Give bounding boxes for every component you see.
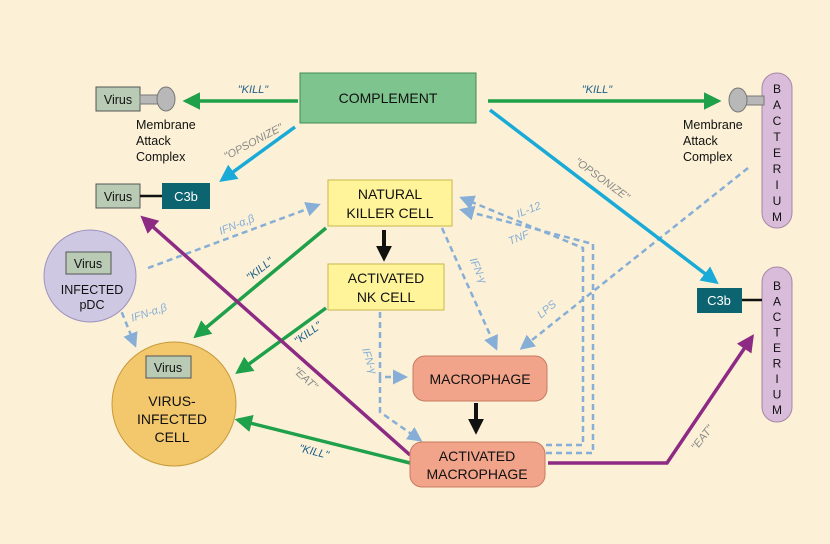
activated-nk-cell-node: ACTIVATED NK CELL <box>327 263 445 311</box>
infected-cell-label-line1: VIRUS- <box>148 393 196 409</box>
ifn-g-nk-to-macrophage-arrow <box>440 227 498 351</box>
activated-macrophage-node: ACTIVATED MACROPHAGE <box>409 441 546 488</box>
kill-label-bacterium: "KILL" <box>582 84 614 96</box>
bacterium-top-letter: R <box>773 162 782 176</box>
ifn-ab-label-infected-cell: IFN-α,β <box>130 302 170 325</box>
c3b-left-label: C3b <box>174 189 198 204</box>
nk-label-line1: NATURAL <box>358 186 423 202</box>
infected-pdc-node: Virus INFECTED pDC <box>43 229 137 323</box>
tnf-macrophage-to-nk-arrow <box>459 205 595 455</box>
infected-cell-virus-label: Virus <box>154 361 182 375</box>
tnf-label: TNF <box>507 228 533 248</box>
mac-right-line3: Complex <box>683 150 733 164</box>
nk-kill-infected-cell-arrow <box>193 226 328 339</box>
macrophage-label: MACROPHAGE <box>429 371 530 387</box>
il12-macrophage-to-nk-arrow <box>459 195 585 447</box>
activated-nk-label-line2: NK CELL <box>357 289 416 305</box>
bacterium-top-letter: M <box>772 210 782 224</box>
macrophage-node: MACROPHAGE <box>412 355 548 402</box>
activated-macrophage-kill-infected-cell-arrow <box>234 414 411 465</box>
bacterium-top-letter: B <box>773 82 781 96</box>
kill-label-nk: "KILL" <box>244 255 276 284</box>
mac-left-line2: Attack <box>136 134 171 148</box>
bacterium-bottom-letter: R <box>773 357 782 371</box>
lps-bacterium-to-macrophage-arrow <box>519 167 749 350</box>
opsonize-arrows <box>219 108 719 285</box>
complement-opsonize-virus-arrow <box>219 125 297 183</box>
kill-label-virus: "KILL" <box>238 84 270 96</box>
complement-node: COMPLEMENT <box>299 72 477 124</box>
eat-label-virus: "EAT" <box>290 365 320 394</box>
bacterium-top-letter: E <box>773 146 781 160</box>
bacterium-bottom-letter: T <box>773 326 781 340</box>
pdc-virus-label: Virus <box>74 257 102 271</box>
kill-label-activated-macrophage: "KILL" <box>297 443 330 462</box>
mac-right-line2: Attack <box>683 134 718 148</box>
complement-label: COMPLEMENT <box>339 90 438 106</box>
bacterium-bottom-letter: E <box>773 341 781 355</box>
bacterium-top-letter: T <box>773 130 781 144</box>
activated-nk-label-line1: ACTIVATED <box>348 270 425 286</box>
mac-right-line1: Membrane <box>683 118 743 132</box>
il12-label: IL-12 <box>515 200 543 221</box>
kill-label-activated-nk: "KILL" <box>292 319 325 347</box>
virus-infected-cell-node: Virus VIRUS- INFECTED CELL <box>111 341 237 467</box>
bacterium-top-letter: C <box>773 114 782 128</box>
virus-label: Virus <box>104 93 132 107</box>
ifn-ab-pdc-to-infected-arrow <box>116 302 138 348</box>
complement-opsonize-bacterium-arrow <box>488 108 719 285</box>
kill-arrows <box>182 92 722 465</box>
bacterium-bottom-letter: A <box>773 295 781 309</box>
pdc-label-line2: pDC <box>79 298 104 312</box>
bacterium-bottom-letter: I <box>775 372 778 386</box>
ifn-g-activated-nk-to-activated-macrophage-arrow <box>378 377 423 442</box>
lps-label: LPS <box>535 298 559 321</box>
bacterium-top-letter: U <box>773 194 782 208</box>
mac-left-line3: Complex <box>136 150 186 164</box>
activation-arrows <box>376 230 484 435</box>
bacterium-bottom-letter: M <box>772 403 782 417</box>
ifn-g-label-nk: IFN-γ <box>467 256 490 287</box>
c3b-right-label: C3b <box>707 293 731 308</box>
activated-macrophage-label-line2: MACROPHAGE <box>426 466 527 482</box>
cytokine-arrows <box>116 167 749 455</box>
infected-cell-label-line2: INFECTED <box>137 411 207 427</box>
membrane-attack-complex-right-head-icon <box>728 87 748 113</box>
mac-left-line1: Membrane <box>136 118 196 132</box>
bacterium-bottom-letter: C <box>773 310 782 324</box>
activated-macrophage-label-line1: ACTIVATED <box>439 448 516 464</box>
infected-cell-label-line3: CELL <box>154 429 189 445</box>
bacterium-top-letter: I <box>775 178 778 192</box>
ifn-g-label-activated-nk: IFN-γ <box>359 346 379 377</box>
virus-c3b-virus-label: Virus <box>104 190 132 204</box>
membrane-attack-complex-head-icon <box>156 86 176 112</box>
bacterium-bottom-letter: U <box>773 388 782 402</box>
bacterium-bottom-letter: B <box>773 279 781 293</box>
pdc-label-line1: INFECTED <box>61 283 124 297</box>
bacterium-top-letter: A <box>773 98 781 112</box>
ifn-g-activated-nk-to-macrophage-arrow <box>378 312 408 385</box>
virus-c3b-node: Virus C3b <box>95 183 210 209</box>
ifn-ab-pdc-to-nk-arrow <box>147 202 321 270</box>
nk-label-line2: KILLER CELL <box>346 205 433 221</box>
eat-arrows <box>140 215 754 465</box>
natural-killer-cell-node: NATURAL KILLER CELL <box>327 179 453 227</box>
activated-macrophage-eat-bacterium-arrow <box>548 334 754 465</box>
virus-mac-node: Virus Membrane Attack Complex <box>95 86 196 164</box>
activated-macrophage-eat-virus-arrow <box>140 215 412 457</box>
